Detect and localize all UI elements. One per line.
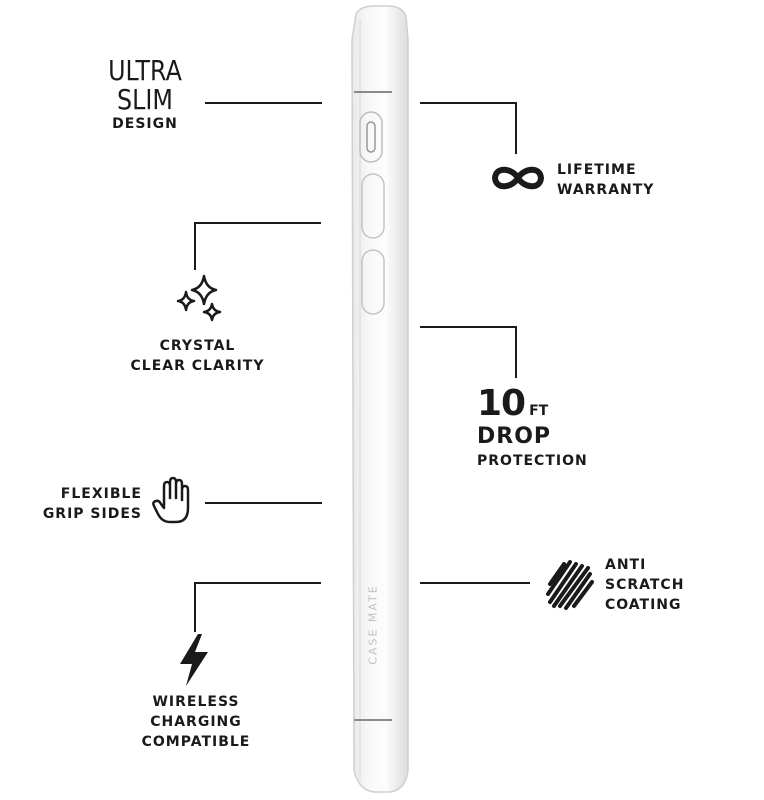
scratch-icon xyxy=(546,560,594,610)
drop-number: 10 xyxy=(477,383,526,424)
grip-line1: FLEXIBLE xyxy=(60,486,142,502)
grip-connector xyxy=(205,502,322,504)
sparkle-icon xyxy=(176,274,222,322)
hand-icon xyxy=(152,476,190,524)
drop-connector-h xyxy=(420,326,517,328)
warranty-line1: LIFETIME xyxy=(557,162,637,178)
drop-unit: FT xyxy=(529,403,549,419)
infinity-icon xyxy=(491,166,545,190)
case-brand-text: CASE MATE xyxy=(366,584,380,665)
drop-line3: PROTECTION xyxy=(477,453,588,469)
crystal-connector-h xyxy=(194,222,321,224)
warranty-line2: WARRANTY xyxy=(557,182,655,198)
scratch-line1: ANTI xyxy=(605,557,647,573)
wireless-connector-v xyxy=(194,582,196,632)
wireless-line3: COMPATIBLE xyxy=(141,734,251,750)
wireless-connector-h xyxy=(194,582,321,584)
warranty-connector-v xyxy=(515,102,517,154)
warranty-connector-h xyxy=(420,102,517,104)
drop-connector-v xyxy=(515,326,517,378)
crystal-label: CRYSTAL CLEAR CLARITY xyxy=(120,336,275,376)
wireless-label: WIRELESS CHARGING COMPATIBLE xyxy=(128,692,264,752)
wireless-line2: CHARGING xyxy=(150,714,242,730)
case-brand-mark: CASE MATE xyxy=(358,570,388,690)
grip-label: FLEXIBLE GRIP SIDES xyxy=(40,484,142,524)
ultra-slim-line2: SLIM xyxy=(117,83,173,116)
crystal-line1: CRYSTAL xyxy=(159,338,236,354)
lightning-icon xyxy=(180,634,208,686)
ultra-slim-connector xyxy=(205,102,322,104)
scratch-connector xyxy=(420,582,530,584)
phone-case-illustration xyxy=(351,5,409,793)
scratch-line3: COATING xyxy=(605,597,682,613)
scratch-label: ANTI SCRATCH COATING xyxy=(605,555,715,615)
scratch-line2: SCRATCH xyxy=(605,577,685,593)
grip-line2: GRIP SIDES xyxy=(42,506,142,522)
ultra-slim-line1: ULTRA xyxy=(108,54,182,87)
drop-line2: DROP xyxy=(477,424,552,449)
wireless-line1: WIRELESS xyxy=(152,694,240,710)
warranty-label: LIFETIME WARRANTY xyxy=(557,160,677,200)
crystal-connector-v xyxy=(194,222,196,270)
ultra-slim-feature: ULTRA SLIM DESIGN xyxy=(90,56,200,134)
crystal-line2: CLEAR CLARITY xyxy=(130,358,265,374)
ultra-slim-line3: DESIGN xyxy=(112,116,178,132)
